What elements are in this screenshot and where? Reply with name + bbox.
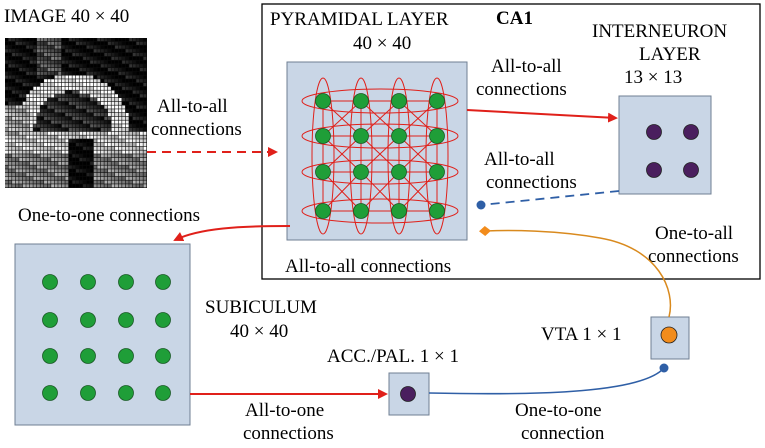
pyramidal-neuron — [391, 203, 407, 219]
pyramidal-neuron — [391, 128, 407, 144]
pyramidal-layer — [286, 61, 468, 241]
subiculum-neuron — [155, 348, 171, 364]
subiculum-neuron — [42, 385, 58, 401]
vta-title: VTA 1 × 1 — [541, 324, 621, 345]
interneuron-layer — [618, 95, 712, 195]
connection-image-to-pyramidal: All-to-all connections — [147, 96, 278, 157]
acc-pal-title: ACC./PAL. 1 × 1 — [327, 346, 459, 367]
pyramidal-neuron — [353, 128, 369, 144]
subiculum-neuron — [42, 274, 58, 290]
subiculum-neuron — [118, 312, 134, 328]
image-title: IMAGE 40 × 40 — [4, 6, 129, 27]
connection-pyramidal-to-interneuron: All-to-all connections — [466, 56, 618, 123]
connection-subiculum-to-acc: All-to-one connections — [190, 389, 388, 444]
one-to-all-label-2: connections — [648, 246, 739, 267]
input-image-block: IMAGE 40 × 40 — [4, 6, 147, 188]
pyramidal-neuron — [315, 164, 331, 180]
subiculum-neuron — [118, 385, 134, 401]
pyramidal-neuron — [315, 93, 331, 109]
sub-acc-label-2: connections — [243, 423, 334, 444]
pyramidal-neuron — [353, 93, 369, 109]
pyr-inter-label-1: All-to-all — [491, 56, 562, 77]
ca1-region: CA1 PYRAMIDAL LAYER 40 × 40 All-to-all c… — [261, 3, 761, 280]
connection-vta-to-pyramidal — [479, 226, 672, 318]
subiculum-title-1: SUBICULUM — [205, 297, 317, 318]
pyramidal-neuron — [353, 164, 369, 180]
acc-vta-label-1: One-to-one — [515, 400, 602, 421]
pyramidal-neuron — [429, 164, 445, 180]
ca1-bottom-label: All-to-all connections — [285, 256, 451, 277]
pyramidal-neuron — [429, 203, 445, 219]
subiculum-neuron — [80, 274, 96, 290]
subiculum-neuron — [42, 312, 58, 328]
subiculum-neuron — [118, 348, 134, 364]
sub-acc-label-1: All-to-one — [245, 400, 324, 421]
interneuron — [683, 124, 699, 140]
subiculum-neuron — [155, 385, 171, 401]
acc-pal-group: ACC./PAL. 1 × 1 — [327, 346, 459, 416]
acc-vta-label-2: connection — [521, 423, 605, 444]
subiculum-neuron — [80, 348, 96, 364]
inter-pyr-label-2: connections — [486, 172, 577, 193]
subiculum-neuron — [80, 312, 96, 328]
input-image — [5, 38, 147, 188]
subiculum-neuron — [42, 348, 58, 364]
pyramidal-neuron — [429, 93, 445, 109]
ca1-title: CA1 — [496, 8, 533, 29]
subiculum-group: SUBICULUM 40 × 40 — [14, 243, 317, 426]
image-conn-label-2: connections — [151, 119, 242, 140]
interneuron-title-1: INTERNEURON — [592, 21, 727, 42]
pyr-sub-label: One-to-one connections — [18, 205, 200, 226]
acc-pal-neuron — [400, 386, 416, 402]
pyramidal-neuron — [391, 164, 407, 180]
subiculum-neuron — [80, 385, 96, 401]
interneuron-title-2: LAYER — [639, 44, 701, 65]
vta-neuron — [660, 326, 678, 344]
connection-acc-to-vta: One-to-one connection — [428, 363, 669, 444]
image-conn-label-1: All-to-all — [157, 96, 228, 117]
inter-pyr-label-1: All-to-all — [484, 149, 555, 170]
vta-group: VTA 1 × 1 — [541, 316, 690, 360]
subiculum-neuron — [118, 274, 134, 290]
pyramidal-title-2: 40 × 40 — [353, 33, 411, 54]
interneuron-title-3: 13 × 13 — [624, 67, 682, 88]
subiculum-neuron — [155, 274, 171, 290]
subiculum-title-2: 40 × 40 — [230, 321, 288, 342]
pyramidal-neuron — [315, 203, 331, 219]
one-to-all-label-1: One-to-all — [655, 223, 733, 244]
pyramidal-neuron — [391, 93, 407, 109]
subiculum-neuron — [155, 312, 171, 328]
interneuron — [646, 124, 662, 140]
pyramidal-neuron — [429, 128, 445, 144]
connection-interneuron-to-pyramidal: All-to-all connections — [476, 149, 620, 210]
interneuron — [646, 162, 662, 178]
connection-pyramidal-to-subiculum: One-to-one connections — [18, 205, 291, 242]
pyr-inter-label-2: connections — [476, 79, 567, 100]
pyramidal-neuron — [353, 203, 369, 219]
interneuron-layer-group: INTERNEURON LAYER 13 × 13 — [592, 21, 727, 195]
pyramidal-neuron — [315, 128, 331, 144]
interneuron — [683, 162, 699, 178]
pyramidal-title-1: PYRAMIDAL LAYER — [270, 9, 449, 30]
